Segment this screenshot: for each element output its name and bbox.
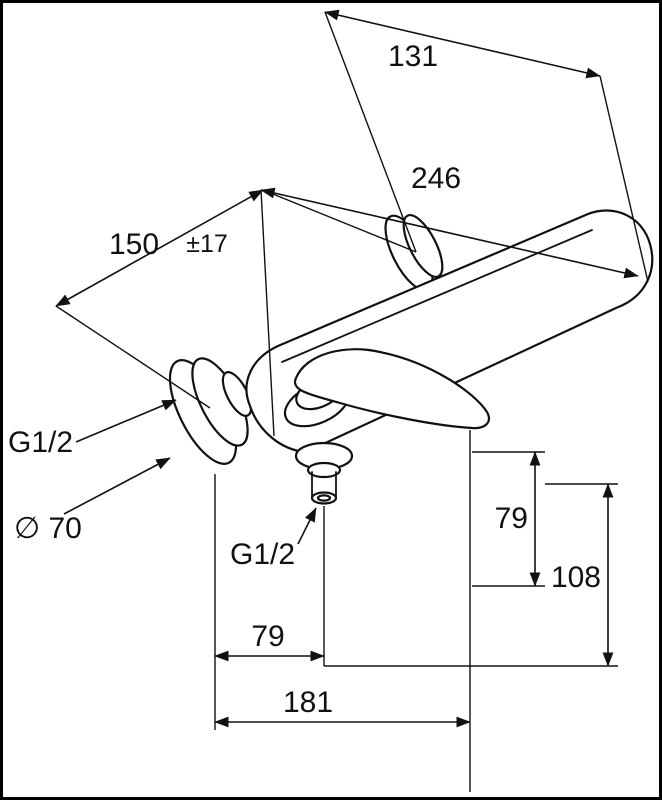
callout-thread-top: G1/2 [8,399,177,459]
leader-thread-top [75,399,177,443]
dim-150-tolerance-label: ±17 [186,230,228,258]
dim-108-label: 108 [551,561,601,594]
dim-246-label: 246 [411,162,461,195]
dimension-150: 150 ±17 [55,189,417,409]
outlet-collar [306,461,342,479]
leader-flange-diameter [63,457,171,515]
thread-top-label: G1/2 [8,426,73,459]
dim-line-246 [260,187,639,279]
flange-diameter-label: ∅ 70 [14,512,82,545]
dim-line-131 [324,9,601,79]
shower-outlet [294,441,354,505]
leader-thread-bottom [297,507,317,545]
ext-line-131-right [599,75,649,283]
dimension-181: 181 [214,686,471,728]
dim-79-vertical-label: 79 [495,502,528,535]
dimension-131: 131 [324,9,649,283]
dim-181-label: 181 [283,686,333,719]
dim-131-label: 131 [388,40,438,73]
wall-flange-large [168,357,253,465]
lever-handle [283,348,490,430]
lever-blade [293,348,490,430]
thread-bottom-label: G1/2 [230,538,295,571]
dimension-246: 246 [260,162,639,437]
dim-150-label: 150 [109,228,159,261]
outlet-bore [316,494,332,502]
faucet-drawing [168,209,654,505]
dimension-79-horizontal: 79 [214,620,325,662]
callout-thread-bottom: G1/2 [230,507,317,571]
dim-79-horizontal-label: 79 [251,620,284,653]
dimension-108: 108 [324,483,618,667]
ext-line-150-left [55,305,211,409]
callout-flange-diameter: ∅ 70 [14,457,171,545]
dim-line-150 [55,189,264,307]
ext-line-150-right [262,189,417,253]
dimension-79-vertical: 79 [472,451,545,587]
